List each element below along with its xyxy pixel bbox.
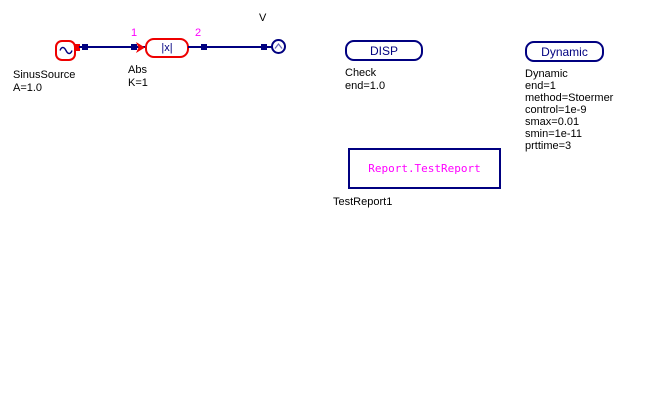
probe-label: V xyxy=(259,12,267,24)
dynamic-param-label: method=Stoermer xyxy=(525,92,614,104)
dynamic-param-label: smin=1e-11 xyxy=(525,128,582,140)
disp-name-label: Check xyxy=(345,67,377,79)
abs-block-symbol[interactable]: |x| xyxy=(145,38,189,58)
dynamic-param-label: prttime=3 xyxy=(525,140,572,152)
dynamic-param-label: smax=0.01 xyxy=(525,116,580,128)
wire-node xyxy=(131,44,137,50)
source-name-label: SinusSource xyxy=(13,69,76,81)
probe-wave-icon xyxy=(274,43,283,49)
wire-source-to-abs[interactable] xyxy=(79,46,145,48)
dynamic-param-list: Dynamic end=1 method=Stoermer control=1e… xyxy=(525,68,613,152)
dynamic-block-symbol[interactable]: Dynamic xyxy=(525,41,604,62)
abs-output-pin-number: 2 xyxy=(195,27,202,39)
wire-node xyxy=(201,44,207,50)
abs-input-pin-number: 1 xyxy=(131,27,138,39)
sinus-source-symbol[interactable] xyxy=(55,40,76,61)
signal-arrow-icon xyxy=(136,42,145,53)
disp-block-symbol[interactable]: DISP xyxy=(345,40,423,61)
wire-node xyxy=(82,44,88,50)
dynamic-name-label: Dynamic xyxy=(525,68,568,80)
sine-wave-icon xyxy=(58,46,73,55)
report-box-text: Report.TestReport xyxy=(368,162,481,175)
dynamic-param-label: end=1 xyxy=(525,80,556,92)
dynamic-param-label: control=1e-9 xyxy=(525,104,587,116)
abs-name-label: Abs xyxy=(128,64,147,76)
wire-abs-to-probe[interactable] xyxy=(188,46,272,48)
abs-param-label: K=1 xyxy=(128,77,148,89)
dynamic-box-text: Dynamic xyxy=(541,44,588,59)
report-name-label: TestReport1 xyxy=(333,196,393,208)
source-param-label: A=1.0 xyxy=(13,82,43,94)
disp-box-text: DISP xyxy=(369,43,398,58)
probe-symbol[interactable] xyxy=(271,39,286,54)
disp-param-label: end=1.0 xyxy=(345,80,386,92)
report-block-symbol[interactable]: Report.TestReport xyxy=(348,148,501,189)
abs-symbol-text: |x| xyxy=(161,42,173,54)
source-output-pin xyxy=(75,44,80,51)
wire-node xyxy=(261,44,267,50)
